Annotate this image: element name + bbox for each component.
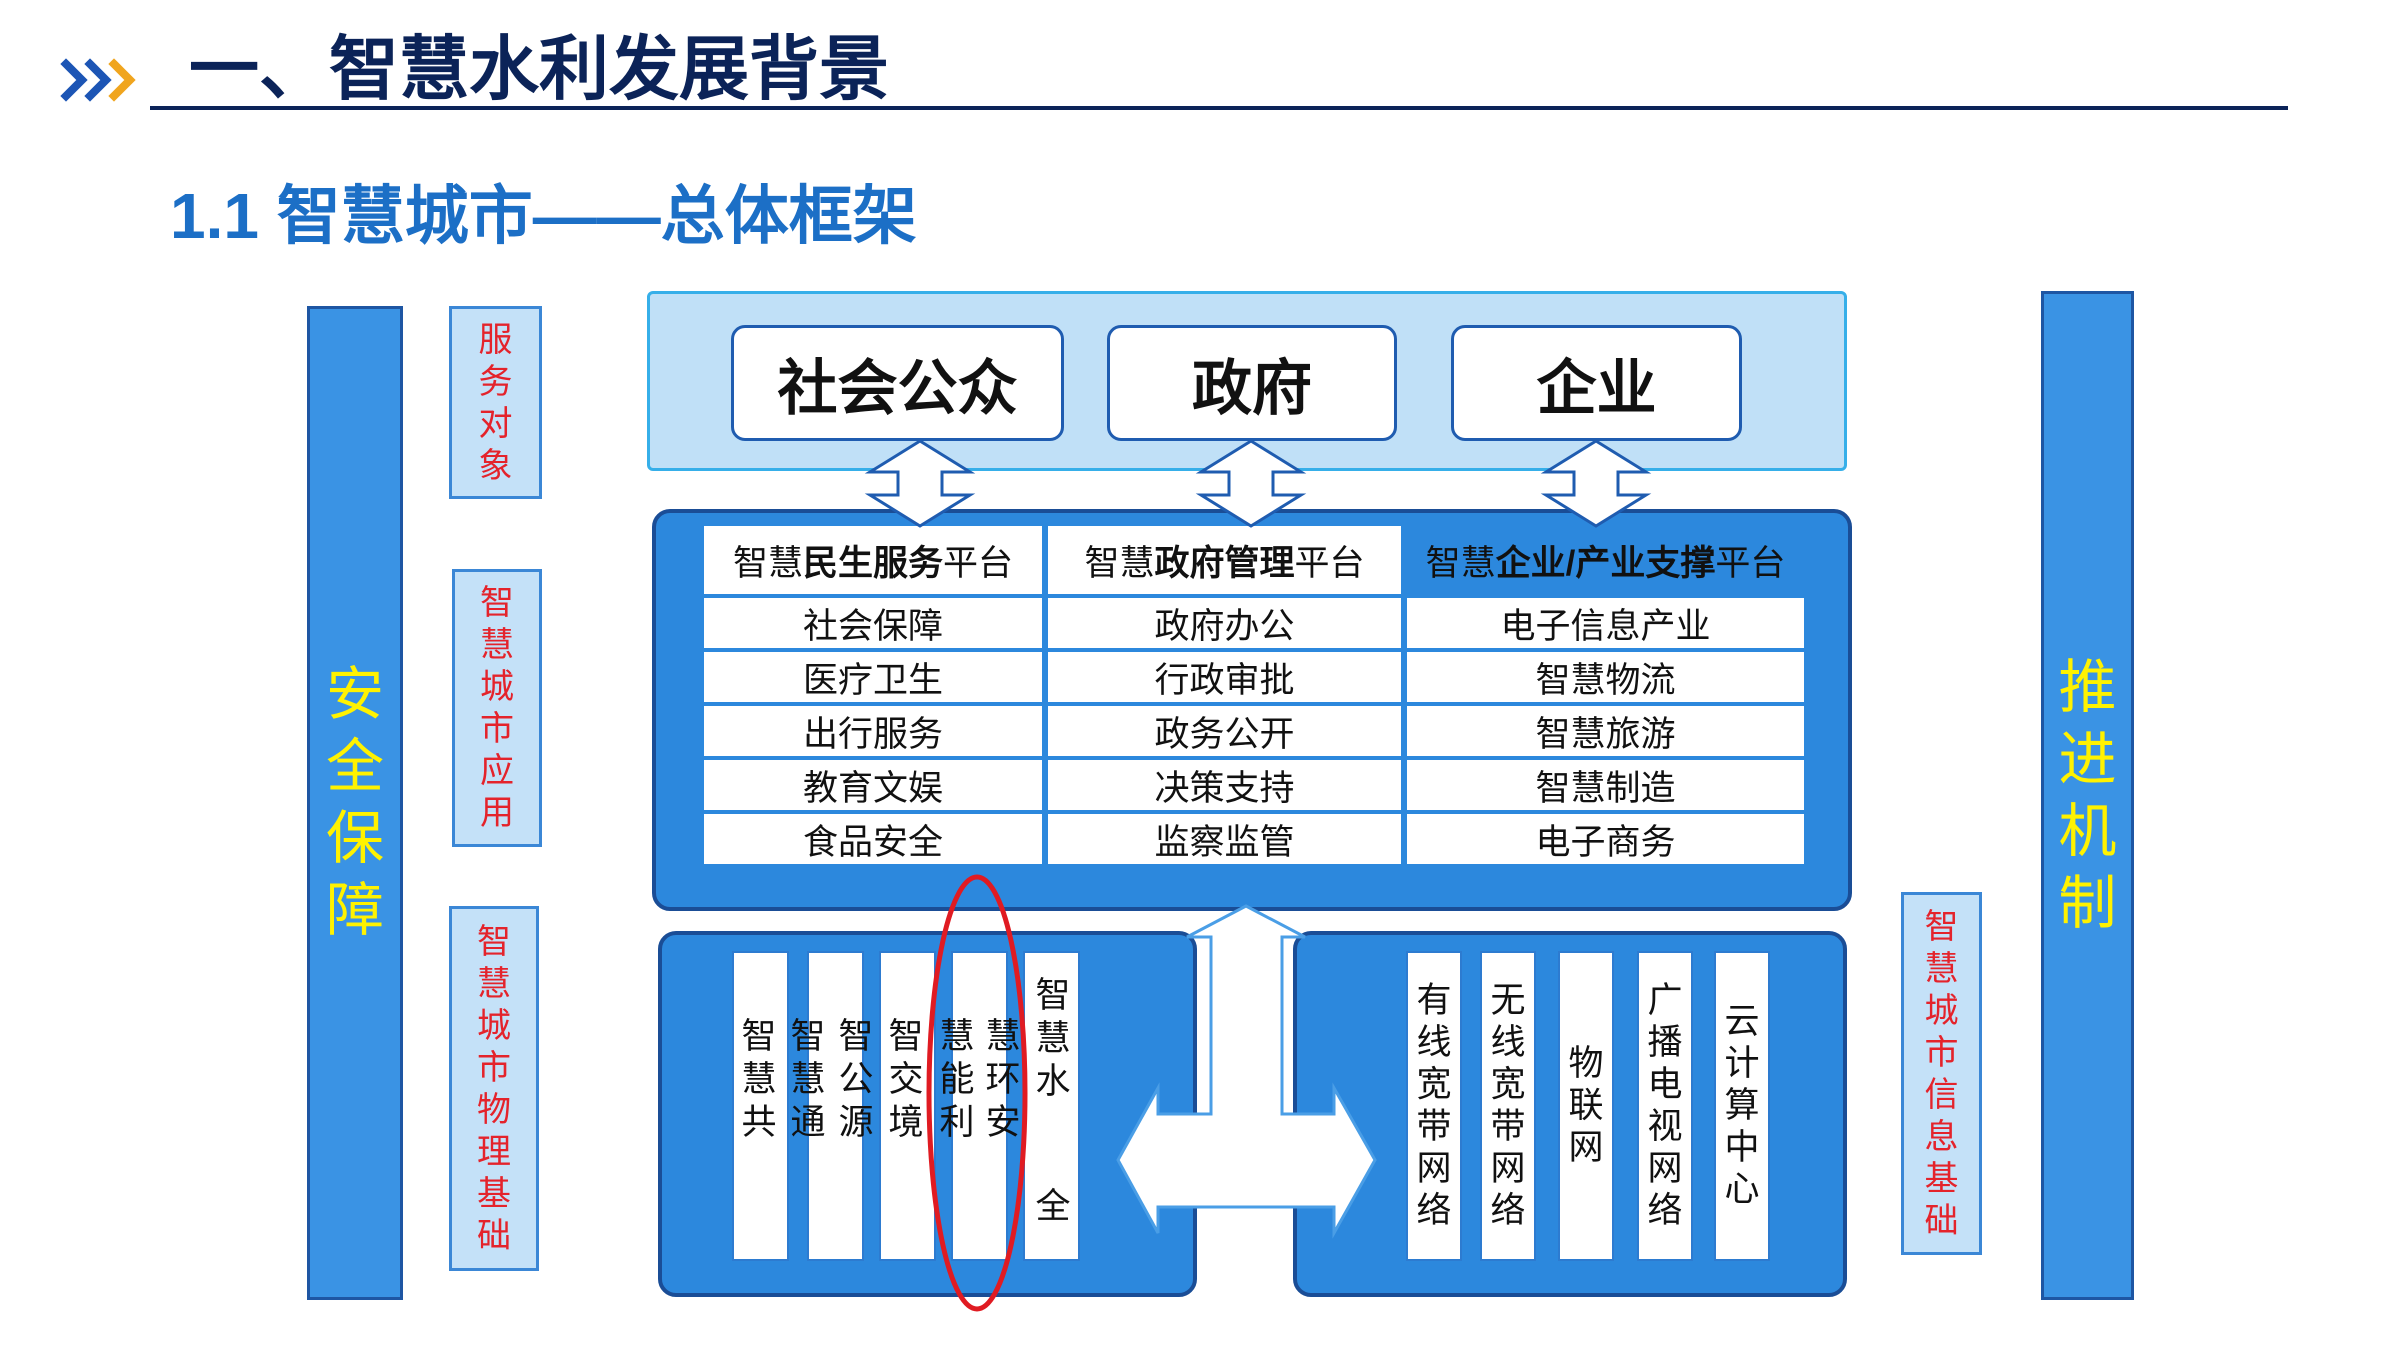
platform-item: 出行服务 <box>704 706 1042 756</box>
platform-item: 电子信息产业 <box>1407 598 1804 648</box>
platform-item: 监察监管 <box>1048 814 1401 864</box>
service-object-enterprise: 企业 <box>1451 325 1742 441</box>
pillar-wired-broadband: 有线宽带网络 <box>1406 951 1462 1261</box>
physical-char-column: 智慧通 <box>790 1017 826 1142</box>
platform-item: 社会保障 <box>704 598 1042 648</box>
platform-header-suffix: 平台 <box>943 543 1014 583</box>
platform-item: 医疗卫生 <box>704 652 1042 702</box>
platform-item: 政务公开 <box>1048 706 1401 756</box>
section-subtitle: 1.1 智慧城市——总体框架 <box>170 180 917 252</box>
triple-chevron-icon <box>58 58 144 102</box>
promotion-mechanism-label: 推进机制 <box>2058 654 2117 936</box>
pillar-label: 广播电视网络 <box>1647 981 1683 1230</box>
platform-item: 政府办公 <box>1048 598 1401 648</box>
platform-header-suffix: 平台 <box>1294 543 1365 583</box>
platform-item: 行政审批 <box>1048 652 1401 702</box>
platform-item: 智慧制造 <box>1407 760 1804 810</box>
platform-item: 电子商务 <box>1407 814 1804 864</box>
label-information-foundation-text: 智慧城市信息基础 <box>1924 907 1959 1240</box>
platform-header-prefix: 智慧 <box>1084 543 1155 583</box>
pillar-broadcast-tv: 广播电视网络 <box>1637 951 1693 1261</box>
pillar <box>807 951 864 1261</box>
platform-header-livelihood: 智慧民生服务平台 <box>704 526 1042 594</box>
pillar-wireless-broadband: 无线宽带网络 <box>1480 951 1536 1261</box>
pillar-label: 云计算中心 <box>1724 1002 1760 1209</box>
label-service-objects: 服务对象 <box>449 306 542 499</box>
promotion-mechanism-bar: 推进机制 <box>2041 291 2134 1300</box>
security-assurance-bar: 安全保障 <box>307 306 403 1300</box>
physical-char-column: 慧环安 <box>985 1017 1021 1142</box>
label-information-foundation: 智慧城市信息基础 <box>1901 892 1982 1255</box>
physical-char-column: 智慧共 <box>741 1017 777 1142</box>
label-physical-foundation: 智慧城市物理基础 <box>449 906 539 1271</box>
security-assurance-label: 安全保障 <box>325 662 384 943</box>
physical-char-column: 慧能利 <box>939 1017 975 1142</box>
label-applications: 智慧城市应用 <box>452 569 542 847</box>
service-object-public: 社会公众 <box>731 325 1064 441</box>
pillar-label: 有线宽带网络 <box>1416 981 1452 1230</box>
platforms-table: 智慧民生服务平台 社会保障 医疗卫生 出行服务 教育文娱 食品安全 智慧政府管理… <box>704 526 1804 864</box>
platform-header-suffix: 平台 <box>1715 543 1786 583</box>
label-service-objects-text: 服务对象 <box>478 320 513 485</box>
service-object-government: 政府 <box>1107 325 1397 441</box>
platform-header-emphasis: 企业/产业支撑 <box>1495 543 1716 583</box>
pillar-label: 无线宽带网络 <box>1490 981 1526 1230</box>
title-underline <box>150 106 2288 110</box>
platform-item: 智慧物流 <box>1407 652 1804 702</box>
platform-header-prefix: 智慧 <box>732 543 803 583</box>
pillar <box>732 951 789 1261</box>
platform-header-enterprise: 智慧企业/产业支撑平台 <box>1407 526 1804 594</box>
pillar-label: 物联网 <box>1568 1044 1604 1167</box>
label-applications-text: 智慧城市应用 <box>480 584 514 832</box>
platform-item: 决策支持 <box>1048 760 1401 810</box>
physical-char-column: 智交境 <box>888 1017 924 1142</box>
pillar-iot: 物联网 <box>1558 951 1614 1261</box>
platform-item: 智慧旅游 <box>1407 706 1804 756</box>
pillar-cloud-computing: 云计算中心 <box>1714 951 1770 1261</box>
physical-trailing-char: 全 <box>1035 1187 1071 1226</box>
platform-header-emphasis: 民生服务 <box>802 543 943 583</box>
platform-item: 教育文娱 <box>704 760 1042 810</box>
physical-char-column: 智慧水 <box>1035 976 1071 1101</box>
page-title: 一、智慧水利发展背景 <box>189 30 889 108</box>
platform-header-government: 智慧政府管理平台 <box>1048 526 1401 594</box>
platform-header-prefix: 智慧 <box>1425 543 1496 583</box>
pillar <box>1023 951 1080 1261</box>
physical-char-column: 智公源 <box>838 1017 874 1142</box>
platform-item: 食品安全 <box>704 814 1042 864</box>
label-physical-foundation-text: 智慧城市物理基础 <box>477 922 511 1255</box>
platform-header-emphasis: 政府管理 <box>1154 543 1295 583</box>
